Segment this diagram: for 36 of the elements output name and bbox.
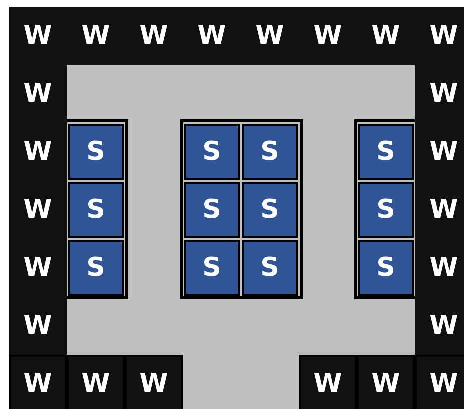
wall-cell: W [9, 355, 67, 409]
wall-cell: W [9, 181, 67, 239]
shelf-cell: S [242, 182, 298, 238]
shelf-cell: S [358, 124, 414, 180]
shelf-cell: S [184, 240, 240, 296]
wall-cell: W [125, 355, 183, 409]
wall-cell: W [357, 7, 415, 65]
shelf-cell: S [358, 240, 414, 296]
wall-cell: W [299, 355, 357, 409]
shelf-cell: S [184, 182, 240, 238]
wall-cell: W [9, 7, 67, 65]
wall-cell: W [67, 7, 125, 65]
wall-cell: W [415, 123, 464, 181]
wall-cell: W [415, 181, 464, 239]
wall-cell: W [415, 355, 464, 409]
shelf-cell: S [358, 182, 414, 238]
wall-cell: W [299, 7, 357, 65]
shelf-cell: S [68, 240, 124, 296]
shelf-cell: S [242, 240, 298, 296]
wall-cell: W [415, 65, 464, 123]
wall-cell: W [9, 297, 67, 355]
shelf-cell: S [184, 124, 240, 180]
wall-cell: W [9, 65, 67, 123]
wall-cell: W [415, 297, 464, 355]
wall-cell: W [183, 7, 241, 65]
shelf-cell: S [242, 124, 298, 180]
wall-cell: W [415, 239, 464, 297]
wall-cell: W [357, 355, 415, 409]
wall-cell: W [241, 7, 299, 65]
wall-cell: W [67, 355, 125, 409]
wall-cell: W [415, 7, 464, 65]
shelf-cell: S [68, 182, 124, 238]
wall-cell: W [125, 7, 183, 65]
wall-cell: W [9, 239, 67, 297]
shelf-cell: S [68, 124, 124, 180]
wall-cell: W [9, 123, 67, 181]
